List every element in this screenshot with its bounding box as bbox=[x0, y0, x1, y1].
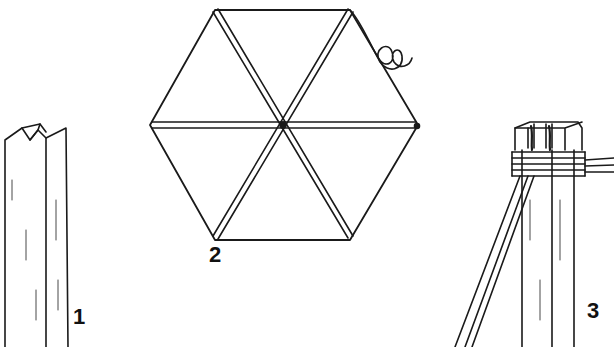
hexagon-frame bbox=[150, 9, 420, 240]
callout-number: 1 bbox=[72, 306, 86, 328]
notched-stick bbox=[5, 124, 68, 347]
wrapped-stick bbox=[455, 122, 614, 347]
callout-number: 2 bbox=[208, 244, 222, 266]
callout-number: 3 bbox=[586, 300, 600, 322]
